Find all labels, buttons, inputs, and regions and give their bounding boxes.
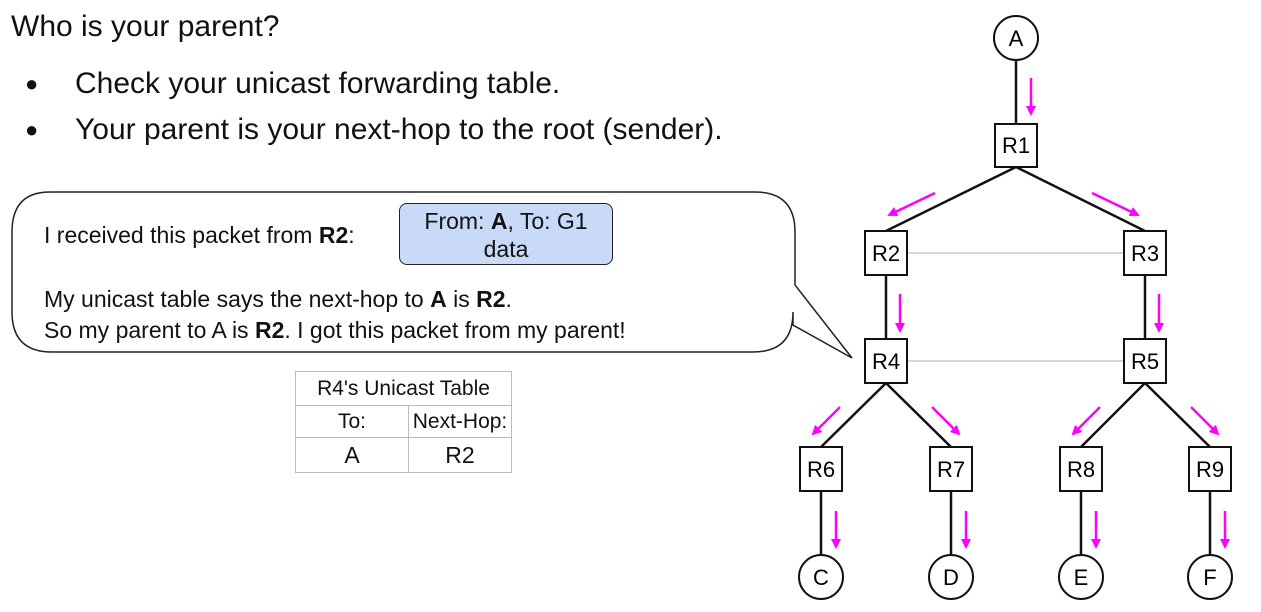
unicast-table-cell: A <box>295 437 409 473</box>
arrow-icon <box>1091 191 1140 217</box>
link-r1-r2 <box>885 165 1017 233</box>
svg-text:A: A <box>1009 26 1024 51</box>
link-r4-r7 <box>885 382 952 448</box>
link-r5-r9 <box>1144 382 1211 448</box>
router-r4: R4 <box>864 338 908 384</box>
host-a: A <box>993 15 1039 61</box>
arrow-icon <box>1190 406 1220 436</box>
bullet-list: ●Check your unicast forwarding table. ●Y… <box>25 64 723 156</box>
svg-text:R8: R8 <box>1067 457 1095 482</box>
bubble-line-3: So my parent to A is R2. I got this pack… <box>44 317 626 343</box>
packet-header: From: A, To: G1 <box>424 208 588 234</box>
unicast-table-header: Next-Hop: <box>408 405 512 438</box>
arrow-icon <box>1071 406 1101 436</box>
arrow-icon <box>931 406 961 436</box>
packet-box: From: A, To: G1 data <box>399 203 613 265</box>
svg-text:C: C <box>813 565 829 590</box>
host-f: F <box>1187 554 1233 600</box>
svg-text:R6: R6 <box>807 457 835 482</box>
router-r6: R6 <box>799 446 843 492</box>
bullet-dot-icon: ● <box>25 117 39 142</box>
router-r9: R9 <box>1188 446 1232 492</box>
bullet-item: ●Check your unicast forwarding table. <box>25 64 723 110</box>
svg-text:R2: R2 <box>872 241 900 266</box>
link-r4-r6 <box>820 382 887 448</box>
link-r1-r3 <box>1015 165 1146 233</box>
page-title: Who is your parent? <box>11 10 280 43</box>
router-r8: R8 <box>1059 446 1103 492</box>
router-r1: R1 <box>994 123 1038 168</box>
router-r2: R2 <box>864 230 908 276</box>
bullet-item: ●Your parent is your next-hop to the roo… <box>25 110 723 156</box>
link-r5-r8 <box>1080 382 1146 448</box>
svg-text:E: E <box>1074 565 1089 590</box>
host-c: C <box>798 554 844 600</box>
unicast-table-cell: R2 <box>408 437 512 473</box>
svg-text:R5: R5 <box>1131 349 1159 374</box>
bubble-line-2: My unicast table says the next-hop to A … <box>44 286 512 312</box>
router-r3: R3 <box>1123 230 1167 276</box>
router-r5: R5 <box>1123 338 1167 384</box>
svg-text:R7: R7 <box>937 457 965 482</box>
packet-payload: data <box>483 236 529 262</box>
bullet-dot-icon: ● <box>25 71 39 96</box>
bubble-line-1: I received this packet from R2: <box>44 222 355 248</box>
svg-text:R4: R4 <box>872 349 900 374</box>
svg-text:R1: R1 <box>1002 133 1030 158</box>
svg-text:R9: R9 <box>1196 457 1224 482</box>
svg-text:F: F <box>1203 565 1216 590</box>
host-e: E <box>1058 554 1104 600</box>
arrow-icon <box>887 191 936 217</box>
arrow-icon <box>811 406 841 436</box>
unicast-table: R4's Unicast Table To: Next-Hop: A R2 <box>295 371 512 473</box>
router-r7: R7 <box>929 446 973 492</box>
unicast-table-header: To: <box>295 405 409 438</box>
unicast-table-title: R4's Unicast Table <box>295 371 512 406</box>
host-d: D <box>928 554 974 600</box>
svg-text:R3: R3 <box>1131 241 1159 266</box>
svg-text:D: D <box>943 565 959 590</box>
